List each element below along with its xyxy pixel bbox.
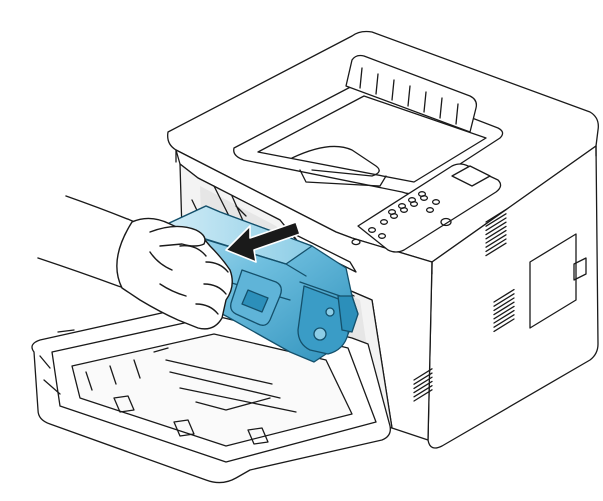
button-icon[interactable] bbox=[389, 213, 399, 219]
vent-slot bbox=[485, 225, 507, 240]
front-door-tabs bbox=[113, 395, 269, 445]
paper-stop bbox=[299, 169, 387, 187]
hand-sleeve-bottom bbox=[37, 257, 151, 297]
arrow-left-icon bbox=[225, 221, 301, 263]
vent-slot bbox=[485, 238, 507, 253]
output-tray bbox=[233, 54, 504, 195]
toner-gear bbox=[313, 327, 327, 341]
front-door-hinge bbox=[39, 329, 75, 395]
rear-exit-slot bbox=[345, 54, 478, 133]
vent-slot bbox=[413, 389, 433, 402]
side-vents bbox=[413, 208, 515, 402]
vent-slot bbox=[413, 380, 433, 394]
vent-slot bbox=[493, 305, 515, 320]
toner-gear-housing bbox=[337, 295, 359, 333]
power-button[interactable] bbox=[440, 217, 452, 227]
front-door-floor bbox=[71, 333, 353, 447]
vent-slot bbox=[485, 208, 507, 223]
hand-sleeve-top bbox=[65, 195, 155, 231]
vent-slot bbox=[485, 242, 507, 257]
panel-button-group bbox=[367, 191, 441, 239]
vent-slot bbox=[413, 372, 433, 385]
toner-handle-grip bbox=[241, 289, 269, 313]
hand-knuckle-lines bbox=[149, 251, 187, 297]
button-icon[interactable] bbox=[399, 207, 409, 213]
vent-slot bbox=[485, 229, 507, 244]
control-panel-display bbox=[451, 165, 491, 187]
vent-slot bbox=[493, 288, 515, 303]
toner-end-hub bbox=[325, 307, 335, 317]
vent-slot bbox=[485, 221, 507, 236]
button-icon[interactable] bbox=[425, 207, 435, 213]
vent-slot bbox=[485, 217, 507, 232]
button-icon[interactable] bbox=[367, 227, 377, 233]
vent-slot bbox=[413, 384, 433, 398]
vent-slot bbox=[493, 297, 515, 312]
button-icon[interactable] bbox=[409, 201, 419, 207]
vent-slot bbox=[493, 318, 515, 333]
front-door-ribs bbox=[85, 347, 297, 413]
hand-icon bbox=[37, 195, 233, 330]
button-icon[interactable] bbox=[419, 195, 429, 201]
vent-slot bbox=[413, 376, 433, 390]
printer-right-side bbox=[427, 145, 599, 449]
printer-top-edge bbox=[175, 145, 597, 275]
output-tray-inner bbox=[257, 95, 487, 183]
button-icon[interactable] bbox=[377, 233, 387, 239]
rear-exit-ribs bbox=[359, 67, 459, 125]
vent-slot bbox=[485, 213, 507, 227]
vent-slot bbox=[493, 293, 515, 307]
removal-direction-arrow bbox=[225, 221, 301, 263]
button-icon[interactable] bbox=[431, 199, 441, 205]
vent-slot bbox=[493, 309, 515, 324]
vent-slot bbox=[413, 368, 433, 381]
side-access-panel-latch[interactable] bbox=[573, 257, 587, 281]
vent-slot bbox=[493, 301, 515, 316]
button-icon[interactable] bbox=[379, 219, 389, 225]
side-access-panel-outline bbox=[529, 233, 577, 329]
vent-slot bbox=[493, 314, 515, 328]
output-tray-lip bbox=[291, 145, 380, 177]
control-panel bbox=[351, 163, 502, 253]
hand-thumb bbox=[149, 225, 206, 247]
side-access-panel bbox=[529, 233, 587, 329]
vent-slot bbox=[485, 234, 507, 248]
status-led bbox=[351, 238, 361, 246]
hand-fingers bbox=[179, 245, 229, 315]
